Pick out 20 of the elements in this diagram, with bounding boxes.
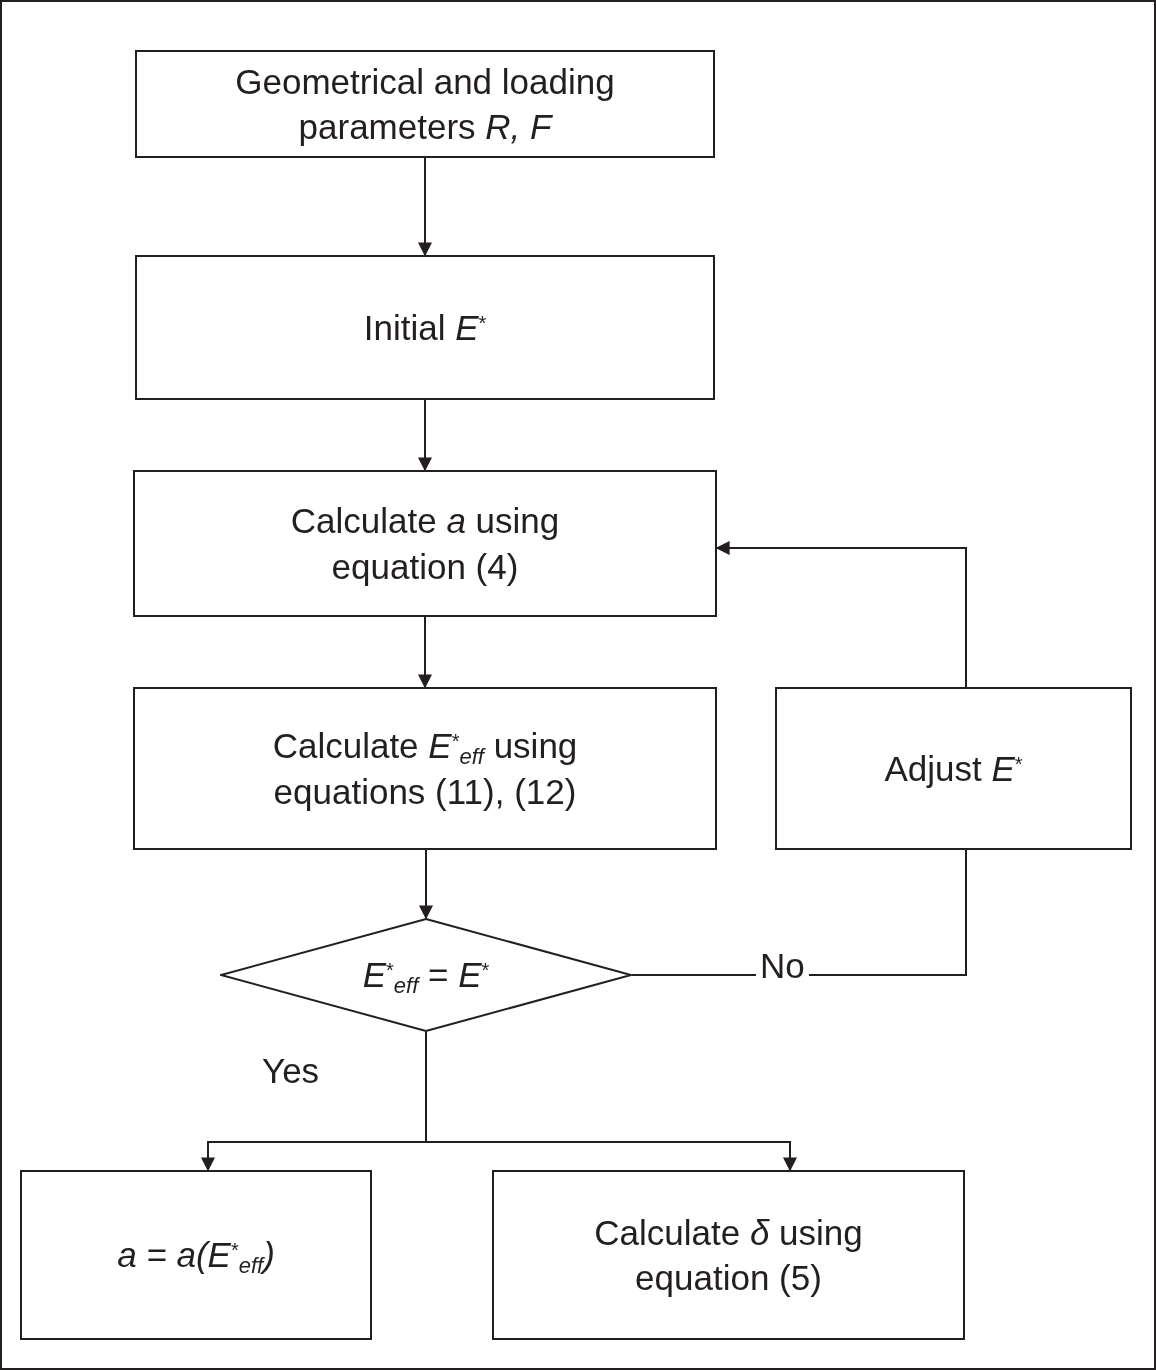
node-text: E$^{*}$$_{eff}$ = E$^{*}$ — [362, 954, 490, 998]
node-text: Calculate a using equation (4) — [289, 500, 561, 588]
process-box — [775, 687, 1132, 850]
process-box — [492, 1170, 965, 1340]
arrow — [418, 157, 432, 257]
arrow — [419, 849, 433, 920]
node-text: Geometrical and loading parameters R, F — [234, 60, 616, 148]
node-text: Adjust E$^{*}$ — [884, 747, 1023, 790]
node-text: Initial E$^{*}$ — [363, 306, 487, 349]
node-text: Calculate E$^{*}$$_{eff}$ using equations (11), (12) — [271, 725, 579, 813]
decision-diamond — [220, 918, 632, 1032]
node-text: a = a(E$^{*}$$_{eff}$) — [117, 1234, 275, 1278]
node-text: Calculate δ using equation (5) — [593, 1211, 864, 1299]
process-box — [135, 255, 715, 400]
process-box — [20, 1170, 372, 1340]
process-box — [133, 687, 717, 850]
arrow — [418, 399, 432, 472]
arrow — [418, 616, 432, 689]
process-box — [133, 470, 717, 617]
process-box — [135, 50, 715, 158]
